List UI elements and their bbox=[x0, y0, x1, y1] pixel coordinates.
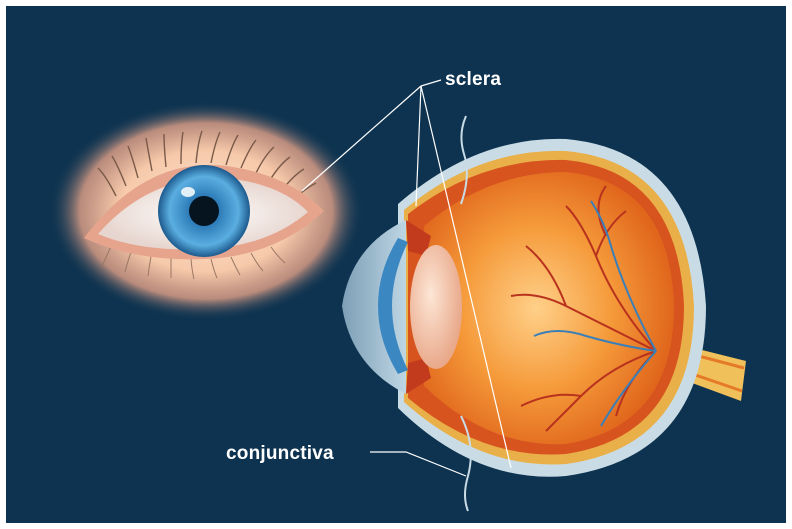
conjunctiva-label: conjunctiva bbox=[226, 443, 334, 465]
front-pupil bbox=[189, 196, 219, 226]
conjunctiva-leader bbox=[370, 452, 466, 476]
lens bbox=[410, 245, 462, 369]
eye-anatomy-illustration bbox=[6, 6, 786, 523]
sclera-leader-short bbox=[421, 80, 441, 86]
diagram-canvas: sclera conjunctiva bbox=[6, 6, 786, 523]
sclera-label: sclera bbox=[445, 69, 501, 91]
front-eye-view bbox=[48, 101, 364, 321]
front-eye-highlight bbox=[181, 187, 195, 197]
